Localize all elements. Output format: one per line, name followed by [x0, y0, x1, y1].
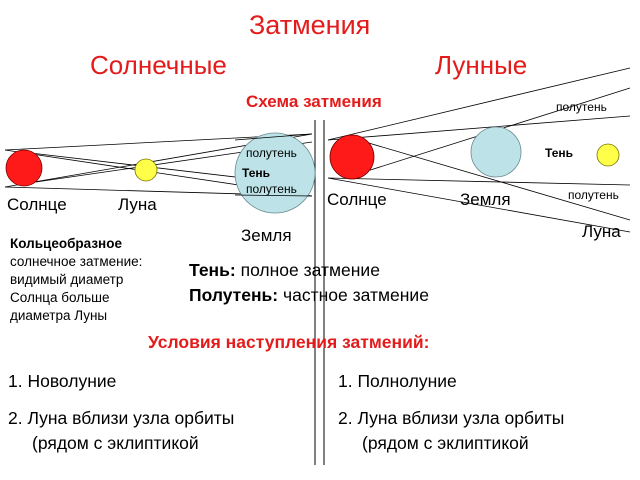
lunar-condition-item: 1. Полнолуние — [338, 371, 457, 391]
lunar-condition-item: 2. Луна вблизи узла орбиты — [338, 408, 565, 428]
solar-shadow-label: Тень — [242, 166, 271, 180]
conditions-title: Условия наступления затмений: — [148, 332, 430, 352]
solar-sun-circle — [5, 149, 43, 187]
solar-earth-circle — [234, 132, 316, 214]
solar-penumbra-top-label: полутень — [246, 146, 297, 160]
lunar-moon-label: Луна — [582, 222, 621, 241]
lunar-shadow-label: Тень — [545, 146, 574, 160]
page-title: Затмения — [249, 10, 371, 40]
lunar-earth-circle — [470, 126, 522, 178]
solar-condition-item: 1. Новолуние — [8, 371, 117, 391]
lunar-sun-label: Солнце — [327, 190, 387, 209]
solar-sun-label: Солнце — [7, 195, 67, 214]
lunar-penumbra-top-label: полутень — [556, 100, 607, 114]
solar-rays — [4, 133, 313, 197]
lunar-eclipses-heading: Лунные — [435, 50, 528, 80]
solar-condition-item: 2. Луна вблизи узла орбиты — [8, 408, 235, 428]
legend-shadow-term: Тень: — [189, 260, 236, 280]
solar-earth-label: Земля — [241, 226, 292, 245]
legend-penumbra-desc: частное затмение — [283, 285, 429, 305]
solar-moon-label: Луна — [118, 195, 157, 214]
annular-note-line: диаметра Луны — [10, 308, 108, 323]
legend-penumbra-term: Полутень: — [189, 285, 279, 305]
lunar-condition-item: (рядом с эклиптикой — [362, 433, 529, 453]
annular-note-line: солнечное затмение: — [10, 254, 143, 269]
lunar-moon-circle — [596, 143, 620, 167]
annular-note-title: Кольцеобразное — [10, 236, 122, 251]
annular-note-line: видимый диаметр — [10, 272, 124, 287]
lunar-earth-label: Земля — [460, 190, 511, 209]
solar-eclipses-heading: Солнечные — [90, 50, 227, 80]
solar-conditions-list: 1. Новолуние 2. Луна вблизи узла орбиты … — [8, 369, 234, 456]
lunar-sun-circle — [329, 134, 375, 180]
annular-eclipse-note: Кольцеобразное солнечное затмение: видим… — [10, 235, 142, 325]
legend-shadow: Тень: полное затмение — [189, 260, 380, 281]
annular-note-line: Солнца больше — [10, 290, 110, 305]
lunar-penumbra-bottom-label: полутень — [568, 188, 619, 202]
solar-penumbra-bottom-label: полутень — [246, 182, 297, 196]
scheme-title: Схема затмения — [246, 92, 382, 111]
lunar-conditions-list: 1. Полнолуние 2. Луна вблизи узла орбиты… — [338, 369, 564, 456]
legend-penumbra: Полутень: частное затмение — [189, 285, 429, 306]
solar-condition-item: (рядом с эклиптикой — [32, 433, 199, 453]
legend-shadow-desc: полное затмение — [240, 260, 380, 280]
solar-moon-circle — [134, 158, 158, 182]
